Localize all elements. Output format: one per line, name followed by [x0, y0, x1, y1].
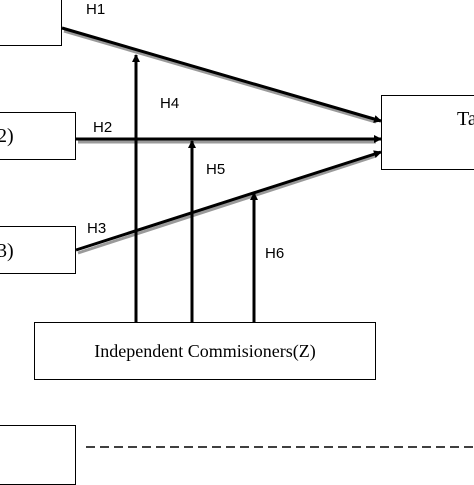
variable-box-x3: 3) — [0, 226, 76, 274]
path-h3-arrow — [75, 150, 382, 252]
variable-box-x2-label: 2) — [0, 125, 14, 147]
dependent-variable-box: Ta — [381, 95, 474, 170]
variable-box-x1 — [0, 0, 62, 46]
moderator-box: Independent Commisioners(Z) — [34, 322, 376, 380]
moderator-label: Independent Commisioners(Z) — [94, 341, 316, 361]
path-h1-arrow — [61, 26, 382, 123]
hypothesis-label-h4: H4 — [160, 95, 180, 112]
hypothesis-label-h2: H2 — [93, 119, 113, 136]
arrow-layer — [61, 26, 474, 448]
hypothesis-label-h6: H6 — [265, 245, 285, 262]
hypothesis-label-h1: H1 — [86, 1, 106, 18]
dependent-variable-label: Ta — [457, 108, 474, 130]
variable-box-x3-label: 3) — [0, 240, 14, 262]
variable-box-x2: 2) — [0, 112, 76, 160]
hypothesis-label-h3: H3 — [87, 220, 107, 237]
path-shadows — [63, 29, 377, 255]
hypothesis-label-h5: H5 — [206, 161, 226, 178]
legend-box — [0, 425, 76, 485]
